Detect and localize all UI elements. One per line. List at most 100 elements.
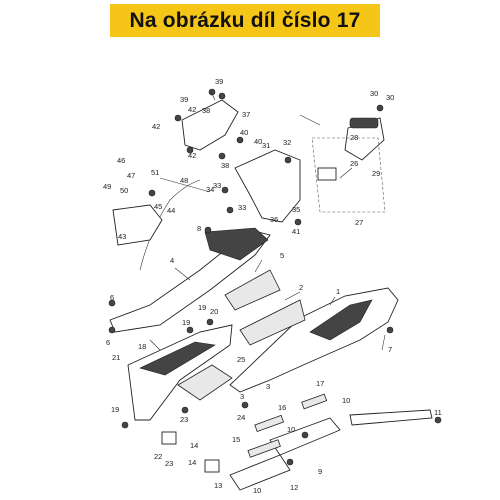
callout-label: 14	[190, 441, 198, 450]
callout-label: 47	[127, 171, 135, 180]
callout-label: 36	[270, 215, 278, 224]
callout-label: 30	[370, 89, 378, 98]
fastener	[286, 458, 294, 466]
callout-label: 5	[280, 251, 284, 260]
fastener	[148, 189, 156, 197]
lower-trim-part-11	[349, 409, 433, 426]
bracket-part-22	[161, 431, 177, 445]
cable-part	[139, 179, 201, 271]
callout-label: 34	[206, 185, 214, 194]
callout-label: 15	[232, 435, 240, 444]
strip-part-15	[247, 439, 281, 458]
callout-label: 32	[283, 138, 291, 147]
panel-part-2	[239, 299, 306, 346]
callout-label: 38	[202, 106, 210, 115]
callout-label: 35	[292, 205, 300, 214]
fastener	[294, 218, 302, 226]
callout-label: 12	[290, 483, 298, 492]
callout-labels: 1 2 3 3 4 5 6 6 7 8 9 10 10 10 11 12 13 …	[103, 77, 442, 495]
fastener	[206, 318, 214, 326]
callout-label: 40	[254, 137, 262, 146]
callout-label: 3	[266, 382, 270, 391]
callout-label: 17	[316, 379, 324, 388]
callout-label: 48	[180, 176, 188, 185]
fastener	[284, 156, 292, 164]
small-panel-part	[177, 364, 233, 401]
callout-label: 18	[138, 342, 146, 351]
callout-label: 51	[151, 168, 159, 177]
callout-label: 33	[238, 203, 246, 212]
fastener	[241, 401, 249, 409]
callout-label: 20	[210, 307, 218, 316]
callout-label: 45	[154, 202, 162, 211]
callout-label: 24	[237, 413, 245, 422]
fastener	[434, 416, 442, 424]
callout-label: 50	[120, 186, 128, 195]
callout-label: 22	[154, 452, 162, 461]
callout-label: 1	[336, 287, 340, 296]
callout-label: 4	[170, 256, 174, 265]
callout-label: 10	[253, 486, 261, 495]
callout-label: 42	[188, 151, 196, 160]
callout-label: 46	[117, 156, 125, 165]
fastener	[121, 421, 129, 429]
callout-label: 3	[240, 392, 244, 401]
fasteners	[108, 88, 442, 466]
callout-label: 30	[386, 93, 394, 102]
caption-text: Na obrázku díl číslo 17	[129, 8, 361, 32]
callout-label: 40	[240, 128, 248, 137]
callout-label: 23	[180, 415, 188, 424]
callout-label: 49	[103, 182, 111, 191]
panel-part-5	[224, 269, 281, 311]
leader-lines	[149, 89, 386, 351]
callout-label: 42	[152, 122, 160, 131]
callout-label: 21	[112, 353, 120, 362]
callout-label: 11	[434, 408, 442, 417]
fastener	[186, 326, 194, 334]
callout-label: 37	[242, 110, 250, 119]
callout-label: 19	[182, 318, 190, 327]
callout-label: 44	[167, 206, 175, 215]
license-light-group-outline	[311, 137, 386, 213]
callout-label: 13	[214, 481, 222, 490]
fastener	[108, 326, 116, 334]
fastener	[221, 186, 229, 194]
callout-label: 19	[111, 405, 119, 414]
callout-label: 8	[197, 224, 201, 233]
cable-part-2	[159, 177, 211, 193]
callout-label: 7	[388, 345, 392, 354]
callout-label: 42	[188, 105, 196, 114]
callout-label: 6	[106, 338, 110, 347]
grab-handle-part	[181, 99, 239, 151]
left-bracket-top	[204, 227, 269, 261]
fastener	[376, 104, 384, 112]
callout-label: 26	[350, 159, 358, 168]
callout-label: 29	[372, 169, 380, 178]
fastener	[236, 136, 244, 144]
fastener	[204, 226, 212, 234]
callout-label: 38	[221, 161, 229, 170]
callout-label: 2	[299, 283, 303, 292]
strip-part-17	[301, 393, 328, 410]
fastener	[301, 431, 309, 439]
lower-left-panel-dark	[139, 341, 216, 376]
rear-fender-part	[234, 149, 301, 223]
fastener	[181, 406, 189, 414]
callout-label: 41	[292, 227, 300, 236]
fastener	[226, 206, 234, 214]
side-cover-inner-panel	[309, 299, 373, 341]
callout-label: 10	[342, 396, 350, 405]
callout-label: 23	[165, 459, 173, 468]
license-light-part	[317, 167, 337, 181]
callout-label: 16	[278, 403, 286, 412]
bracket-part-13	[204, 459, 220, 473]
fastener	[218, 92, 226, 100]
callout-label: 28	[350, 133, 358, 142]
callout-label: 9	[318, 467, 322, 476]
callout-label: 14	[188, 458, 196, 467]
caption-banner: Na obrázku díl číslo 17	[110, 4, 380, 37]
callout-label: 39	[215, 77, 223, 86]
fastener	[218, 152, 226, 160]
fastener	[386, 326, 394, 334]
